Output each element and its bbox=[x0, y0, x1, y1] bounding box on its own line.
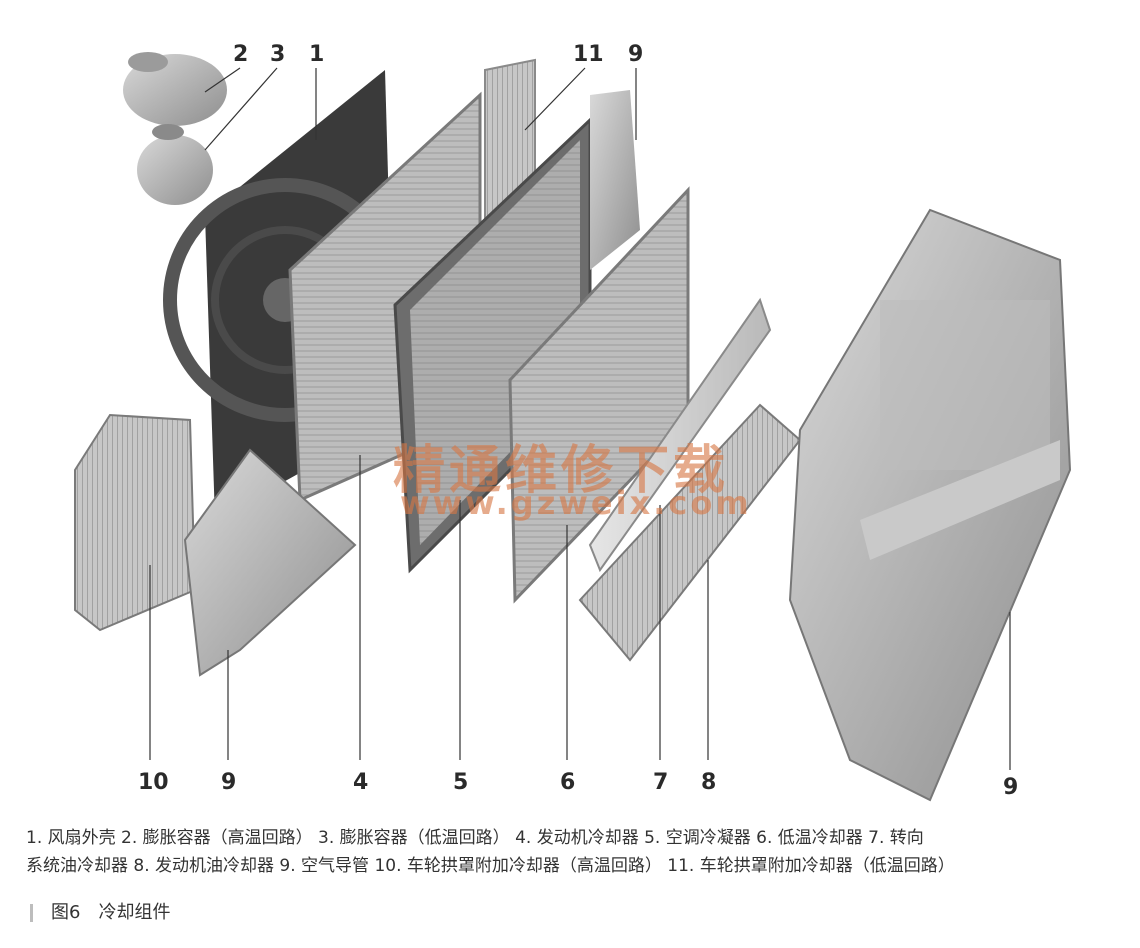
figure-legend: 1. 风扇外壳 2. 膨胀容器（高温回路） 3. 膨胀容器（低温回路） 4. 发… bbox=[26, 824, 1140, 880]
callout-2: 2 bbox=[233, 42, 249, 67]
callout-10: 10 bbox=[138, 770, 169, 795]
figure-number: 图6 bbox=[51, 902, 81, 923]
air-duct-lower-large bbox=[788, 208, 1072, 802]
leader-lines bbox=[149, 67, 1011, 770]
callout-5: 5 bbox=[453, 770, 469, 795]
air-duct-upper bbox=[590, 90, 640, 270]
legend-line-2: 系统油冷却器 8. 发动机油冷却器 9. 空气导管 10. 车轮拱罩附加冷却器（… bbox=[26, 856, 955, 876]
callout-9-left: 9 bbox=[221, 770, 237, 795]
callout-9-right: 9 bbox=[1003, 775, 1019, 800]
callout-11: 11 bbox=[573, 42, 604, 67]
legend-line-1: 1. 风扇外壳 2. 膨胀容器（高温回路） 3. 膨胀容器（低温回路） 4. 发… bbox=[26, 828, 924, 848]
callout-1: 1 bbox=[309, 42, 325, 67]
wheel-arch-cooler-high-temp bbox=[74, 413, 197, 632]
figure-title: 冷却组件 bbox=[98, 902, 171, 923]
callout-6: 6 bbox=[560, 770, 576, 795]
watermark-text: 精通维修下载 bbox=[393, 440, 730, 501]
callout-9-top: 9 bbox=[628, 42, 644, 67]
watermark-url: www.gzweix.com bbox=[400, 484, 752, 522]
callout-7: 7 bbox=[653, 770, 669, 795]
callout-4: 4 bbox=[353, 770, 369, 795]
figure-caption: 图6 冷却组件 bbox=[30, 898, 170, 924]
cooling-components-figure: 2 3 1 11 9 10 9 4 5 6 7 8 9 精通维修下载 www.g… bbox=[74, 42, 1072, 802]
steering-oil-cooler bbox=[588, 297, 772, 573]
expansion-tank-low-temp bbox=[137, 124, 213, 205]
exploded-view-illustration bbox=[74, 52, 1072, 802]
callout-3: 3 bbox=[270, 42, 286, 67]
callout-8: 8 bbox=[701, 770, 717, 795]
caption-marker bbox=[30, 904, 33, 922]
air-duct-side bbox=[183, 448, 357, 677]
expansion-tank-high-temp bbox=[123, 52, 227, 126]
